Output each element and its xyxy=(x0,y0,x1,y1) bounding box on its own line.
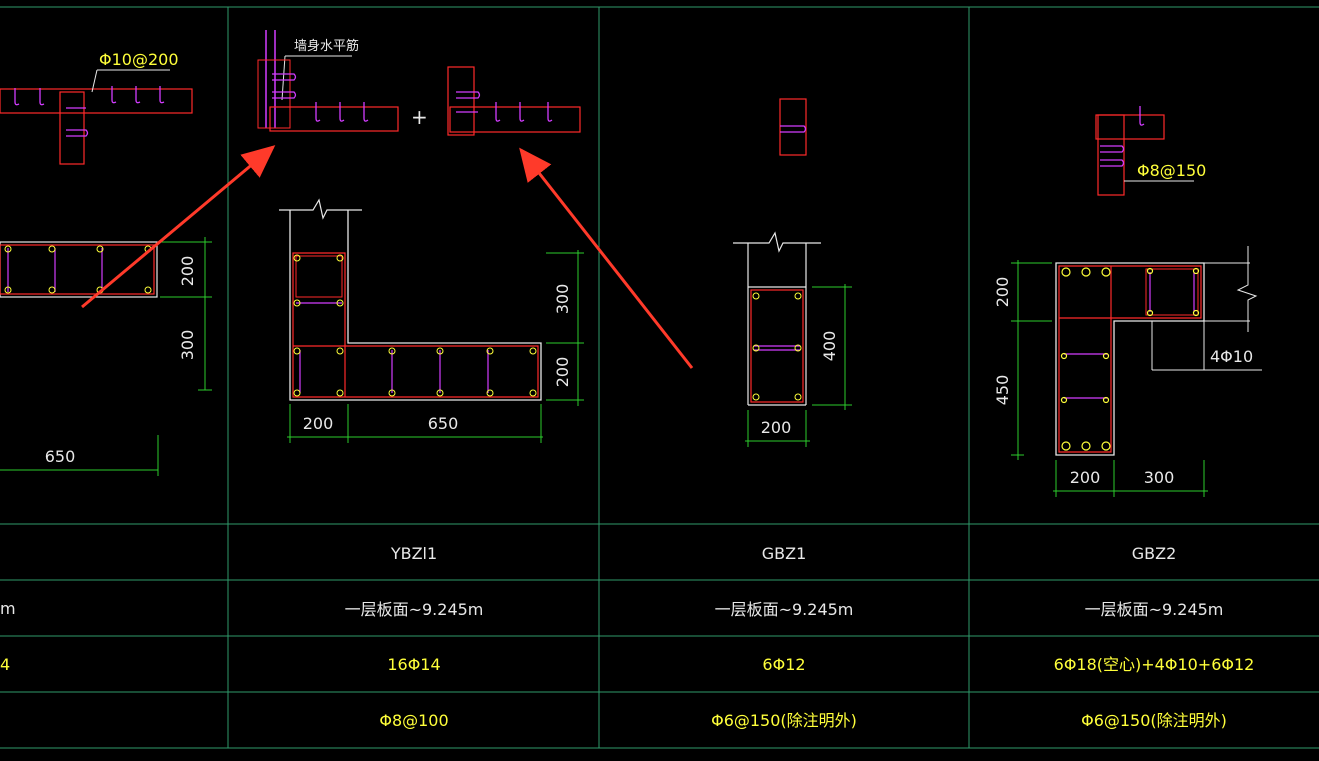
dim-gbz2-450: 450 xyxy=(993,375,1012,406)
dim-left-200: 200 xyxy=(178,256,197,287)
elevation-gbz2: 一层板面~9.245m xyxy=(1085,600,1224,619)
dim-left-300: 300 xyxy=(178,330,197,361)
stirrup-gbz2: Φ6@150(除注明外) xyxy=(1081,711,1227,730)
column-name-gbz1: GBZ1 xyxy=(762,544,807,563)
left-longitudinal-fragment: 4 xyxy=(0,655,10,674)
dim-ybz-200-bottom: 200 xyxy=(303,414,334,433)
column-name-gbz2: GBZ2 xyxy=(1132,544,1177,563)
stirrup-ybzl1: Φ8@100 xyxy=(379,711,448,730)
elevation-ybzl1: 一层板面~9.245m xyxy=(345,600,484,619)
column-name-ybzl1: YBZl1 xyxy=(390,544,437,563)
schedule-table: m 4 YBZl1 一层板面~9.245m 16Φ14 Φ8@100 GBZ1 … xyxy=(0,544,1254,730)
annotation-arrow-left xyxy=(81,145,276,309)
elevation-gbz1: 一层板面~9.245m xyxy=(715,600,854,619)
table-grid xyxy=(0,6,1319,749)
longitudinal-gbz2: 6Φ18(空心)+4Φ10+6Φ12 xyxy=(1054,655,1255,674)
dim-gbz2-300-bottom: 300 xyxy=(1144,468,1175,487)
annotation-arrows xyxy=(81,145,694,369)
plus-sign: + xyxy=(411,105,428,129)
dim-left-650: 650 xyxy=(45,447,76,466)
longitudinal-ybzl1: 16Φ14 xyxy=(387,655,440,674)
dim-gbz1-400: 400 xyxy=(820,331,839,362)
stirrup-gbz1: Φ6@150(除注明外) xyxy=(711,711,857,730)
ybz-column-detail: 墙身水平筋 + xyxy=(257,30,584,443)
left-column-detail: Φ10@200 200 300 650 xyxy=(0,50,212,476)
dim-ybz-200-right: 200 xyxy=(553,357,572,388)
wall-horizontal-rebar-label: 墙身水平筋 xyxy=(294,38,359,54)
annotation-arrow-right xyxy=(519,147,694,369)
dim-ybz-300: 300 xyxy=(553,284,572,315)
gbz2-stirrup-label: Φ8@150 xyxy=(1137,161,1206,180)
left-elevation-fragment: m xyxy=(0,599,16,618)
dim-gbz1-200: 200 xyxy=(761,418,792,437)
gbz1-column-detail: 400 200 xyxy=(733,98,852,447)
dim-gbz2-200-bottom: 200 xyxy=(1070,468,1101,487)
left-rebar-label: Φ10@200 xyxy=(99,50,179,69)
gbz2-extra-bars-label: 4Φ10 xyxy=(1210,347,1253,366)
dim-ybz-650: 650 xyxy=(428,414,459,433)
gbz2-column-detail: Φ8@150 4Φ10 200 45 xyxy=(993,106,1262,497)
dim-gbz2-200-side: 200 xyxy=(993,277,1012,308)
longitudinal-gbz1: 6Φ12 xyxy=(762,655,805,674)
